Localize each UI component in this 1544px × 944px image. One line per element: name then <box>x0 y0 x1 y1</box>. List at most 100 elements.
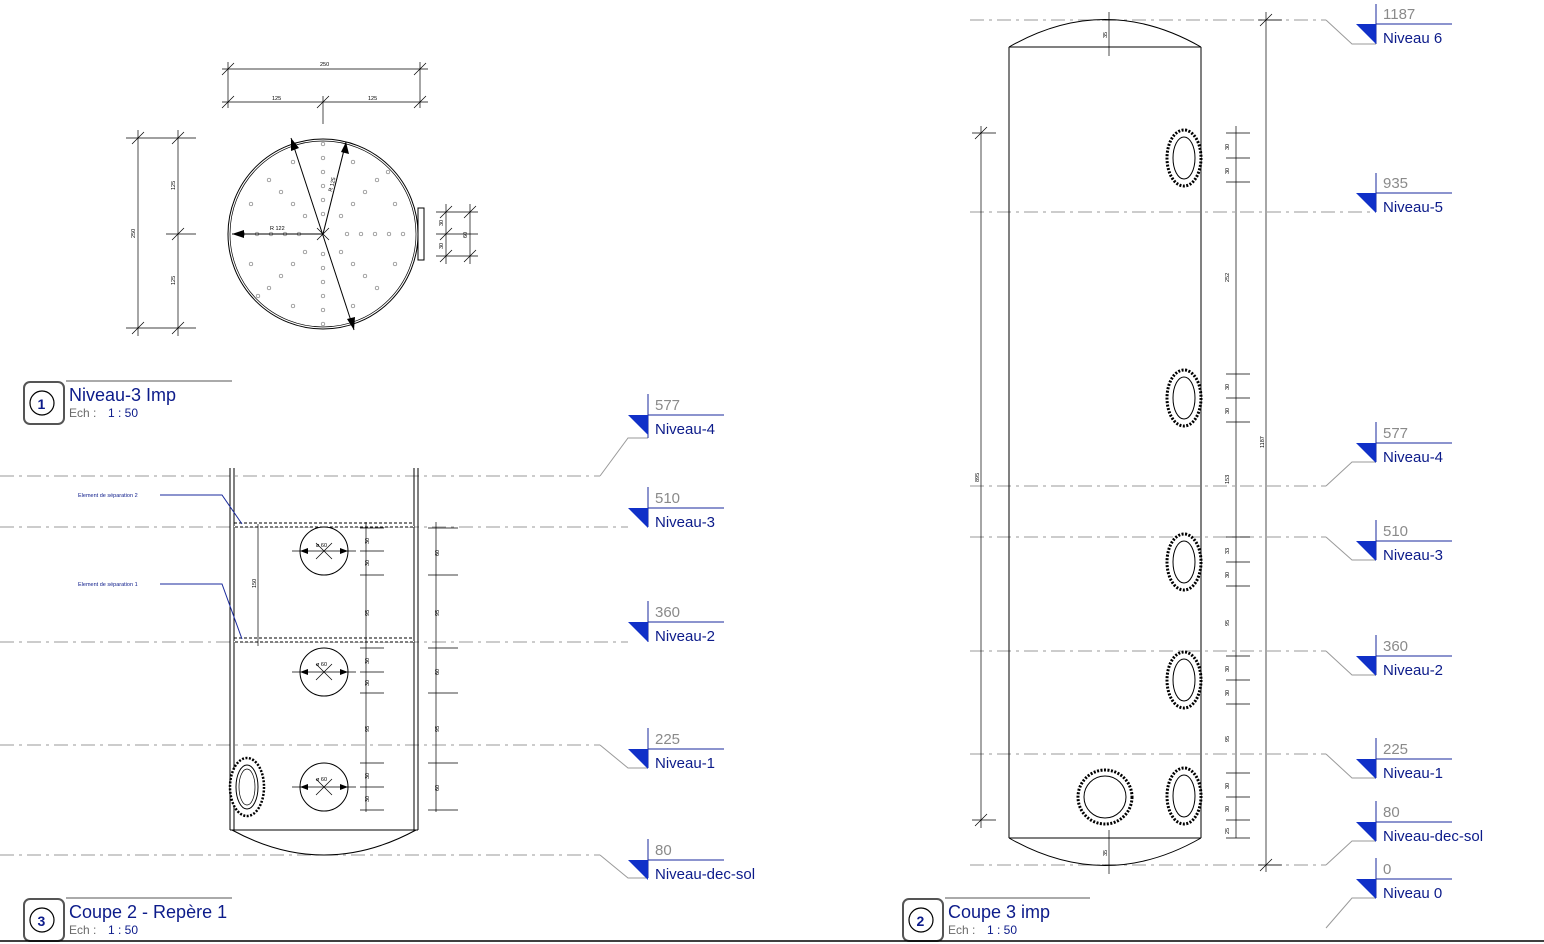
left-level-510[interactable]: 510 Niveau-3 <box>628 487 724 531</box>
lsd-1: 30 <box>365 538 371 544</box>
rsd-2: 30 <box>1225 168 1231 174</box>
plan-flange-upper: 30 <box>439 220 445 226</box>
right-level-markers: 1187 Niveau 6 935 Niveau-5 577 Niveau-4 … <box>1356 4 1483 902</box>
lsd-4: 30 <box>365 658 371 664</box>
right-level-935[interactable]: 935 Niveau-5 <box>1356 173 1452 216</box>
left-level-225[interactable]: 225 Niveau-1 <box>628 728 724 772</box>
view-title-1[interactable]: 1 Niveau-3 Imp Ech : 1 : 50 <box>23 380 232 425</box>
rsd-4: 30 <box>1225 384 1231 390</box>
left-level-elevation: 225 <box>655 731 680 748</box>
right-level-name: Niveau-2 <box>1383 662 1443 679</box>
left-level-80[interactable]: 80 Niveau-dec-sol <box>628 839 755 883</box>
rsd-8: 30 <box>1225 572 1231 578</box>
plan-dim-half-left: 125 <box>272 96 281 102</box>
view-scale-label-1: Ech : <box>69 406 96 420</box>
side-manhole <box>228 756 266 818</box>
rsd-6: 153 <box>1225 475 1231 484</box>
section-right: 35 35 895 1187 <box>970 12 1376 929</box>
right-level-225[interactable]: 225 Niveau-1 <box>1356 738 1452 782</box>
view-scale-2: 1 : 50 <box>987 923 1017 937</box>
left-level-name: Niveau-3 <box>655 514 715 531</box>
left-level-elevation: 577 <box>655 397 680 414</box>
left-level-elevation: 80 <box>655 842 672 859</box>
left-level-360[interactable]: 360 Niveau-2 <box>628 601 724 645</box>
left-level-577[interactable]: 577 Niveau-4 <box>628 394 724 438</box>
view-title-3[interactable]: 3 Coupe 2 - Repère 1 Ech : 1 : 50 <box>23 897 232 942</box>
plan-radius-diag: R 125 <box>328 177 337 193</box>
view-title-2[interactable]: 2 Coupe 3 imp Ech : 1 : 50 <box>902 897 1090 942</box>
rsd-12: 95 <box>1225 736 1231 742</box>
nozzle-3 <box>1165 532 1203 592</box>
right-level-360[interactable]: 360 Niveau-2 <box>1356 635 1452 679</box>
lsd-7: 30 <box>365 773 371 779</box>
left-level-name: Niveau-dec-sol <box>655 866 755 883</box>
view-number-2: 2 <box>917 913 925 929</box>
opening-2-diameter: ø 60 <box>316 662 327 668</box>
opening-1-diameter: ø 60 <box>316 543 327 549</box>
opening-1: ø 60 <box>292 526 356 576</box>
right-dim-bottom-cap: 35 <box>1103 850 1109 856</box>
rsd-1: 30 <box>1225 144 1231 150</box>
lsd-13: 60 <box>435 785 441 791</box>
left-level-name: Niveau-2 <box>655 628 715 645</box>
right-level-name: Niveau-4 <box>1383 449 1443 466</box>
lsd-8: 30 <box>365 796 371 802</box>
right-level-1187[interactable]: 1187 Niveau 6 <box>1356 4 1452 47</box>
plan-dim-overall-width: 250 <box>320 62 329 68</box>
section-left: Element de séparation 2 Element de sépar… <box>0 437 648 879</box>
left-level-elevation: 360 <box>655 604 680 621</box>
right-dim-top-cap: 35 <box>1103 32 1109 38</box>
right-level-elevation: 360 <box>1383 638 1408 655</box>
view-title-text-2: Coupe 3 imp <box>948 902 1050 922</box>
right-level-elevation: 935 <box>1383 175 1408 192</box>
right-level-name: Niveau-dec-sol <box>1383 828 1483 845</box>
rsd-3: 252 <box>1225 273 1231 282</box>
right-level-elevation: 577 <box>1383 425 1408 442</box>
view-title-text-1: Niveau-3 Imp <box>69 385 176 405</box>
lsd-12: 95 <box>435 726 441 732</box>
plan-dim-half-right: 125 <box>368 96 377 102</box>
section-left-dim-150: 150 <box>252 579 258 588</box>
lsd-5: 30 <box>365 680 371 686</box>
right-level-elevation: 225 <box>1383 741 1408 758</box>
right-dim-ticks <box>1226 132 1250 839</box>
left-level-markers: 577 Niveau-4 510 Niveau-3 360 Niveau-2 2… <box>628 394 755 883</box>
right-level-name: Niveau-3 <box>1383 547 1443 564</box>
left-level-elevation: 510 <box>655 490 680 507</box>
view-number-3: 3 <box>38 913 46 929</box>
view-scale-label-3: Ech : <box>69 923 96 937</box>
plan-flange-total: 60 <box>463 232 469 238</box>
lsd-3: 95 <box>365 610 371 616</box>
lsd-11: 60 <box>435 669 441 675</box>
nozzle-2 <box>1165 368 1203 428</box>
rsd-13: 30 <box>1225 783 1231 789</box>
right-level-elevation: 510 <box>1383 523 1408 540</box>
view-scale-1: 1 : 50 <box>108 406 138 420</box>
right-level-577[interactable]: 577 Niveau-4 <box>1356 422 1452 466</box>
right-dim-overall-height: 1187 <box>1260 436 1266 448</box>
rsd-10: 30 <box>1225 666 1231 672</box>
plan-dim-upper-half: 125 <box>171 181 177 190</box>
plan-radius-main: R 122 <box>270 226 285 232</box>
nozzle-4 <box>1165 650 1203 710</box>
view-number-1: 1 <box>38 396 46 412</box>
right-level-name: Niveau-1 <box>1383 765 1443 782</box>
lsd-9: 60 <box>435 550 441 556</box>
left-level-name: Niveau-1 <box>655 755 715 772</box>
right-level-510[interactable]: 510 Niveau-3 <box>1356 520 1452 564</box>
bottom-manhole <box>1076 768 1134 826</box>
annot-separation-1: Element de séparation 1 <box>78 582 138 588</box>
right-level-0[interactable]: 0 Niveau 0 <box>1356 858 1452 902</box>
opening-2: ø 60 <box>292 647 356 697</box>
right-dim-shell-height: 895 <box>975 473 981 482</box>
lsd-10: 95 <box>435 610 441 616</box>
left-section-dim-ticks <box>360 527 458 811</box>
opening-3: ø 60 <box>292 762 356 812</box>
lsd-6: 95 <box>365 726 371 732</box>
right-level-elevation: 80 <box>1383 804 1400 821</box>
view-scale-label-2: Ech : <box>948 923 975 937</box>
right-level-80[interactable]: 80 Niveau-dec-sol <box>1356 801 1483 845</box>
rsd-9: 95 <box>1225 620 1231 626</box>
opening-3-diameter: ø 60 <box>316 777 327 783</box>
